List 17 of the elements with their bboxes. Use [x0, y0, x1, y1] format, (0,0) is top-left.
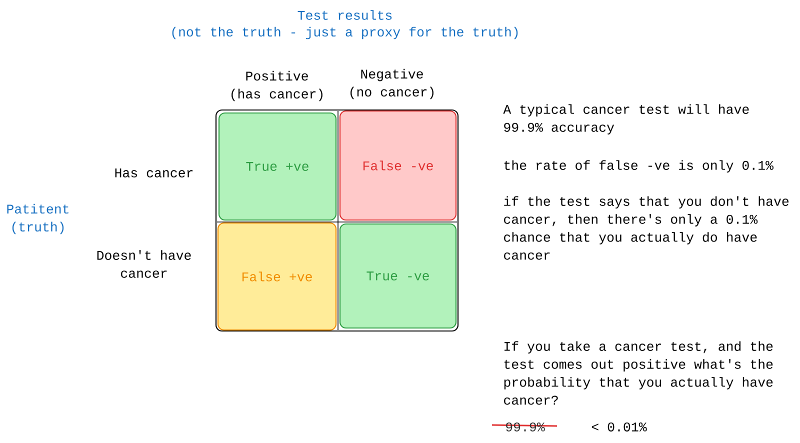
row-heading: Has cancer [115, 168, 193, 178]
paragraph: A typical cancer test will have 99.9% accuracy [503, 104, 749, 134]
paragraph: the rate of false -ve is only 0.1% [504, 160, 774, 173]
answer: < 0.01% [592, 422, 647, 432]
heading: (not the truth - just a proxy for the truth) [172, 26, 518, 40]
column-heading: Positive (has cancer) [232, 70, 322, 102]
column-heading: Negative (no cancer) [350, 68, 434, 100]
heading: Test results [298, 10, 392, 20]
matrix-cell: True -ve [339, 223, 457, 329]
matrix-cell: False +ve [217, 222, 337, 331]
paragraph: if the test says that you don't have cancer, then there's only a 0.1% chance that you actually do have cancer [504, 196, 789, 260]
matrix-cell: True +ve [218, 112, 337, 221]
row-heading: Doesn't have cancer [97, 250, 191, 278]
matrix-frame [215, 109, 459, 332]
matrix-cell: False -ve [339, 110, 457, 221]
axis-label: Patitent (truth) [7, 204, 68, 234]
paragraph: If you take a cancer test, and the test comes out positive what's the probability that you actually have cancer? [504, 341, 773, 405]
